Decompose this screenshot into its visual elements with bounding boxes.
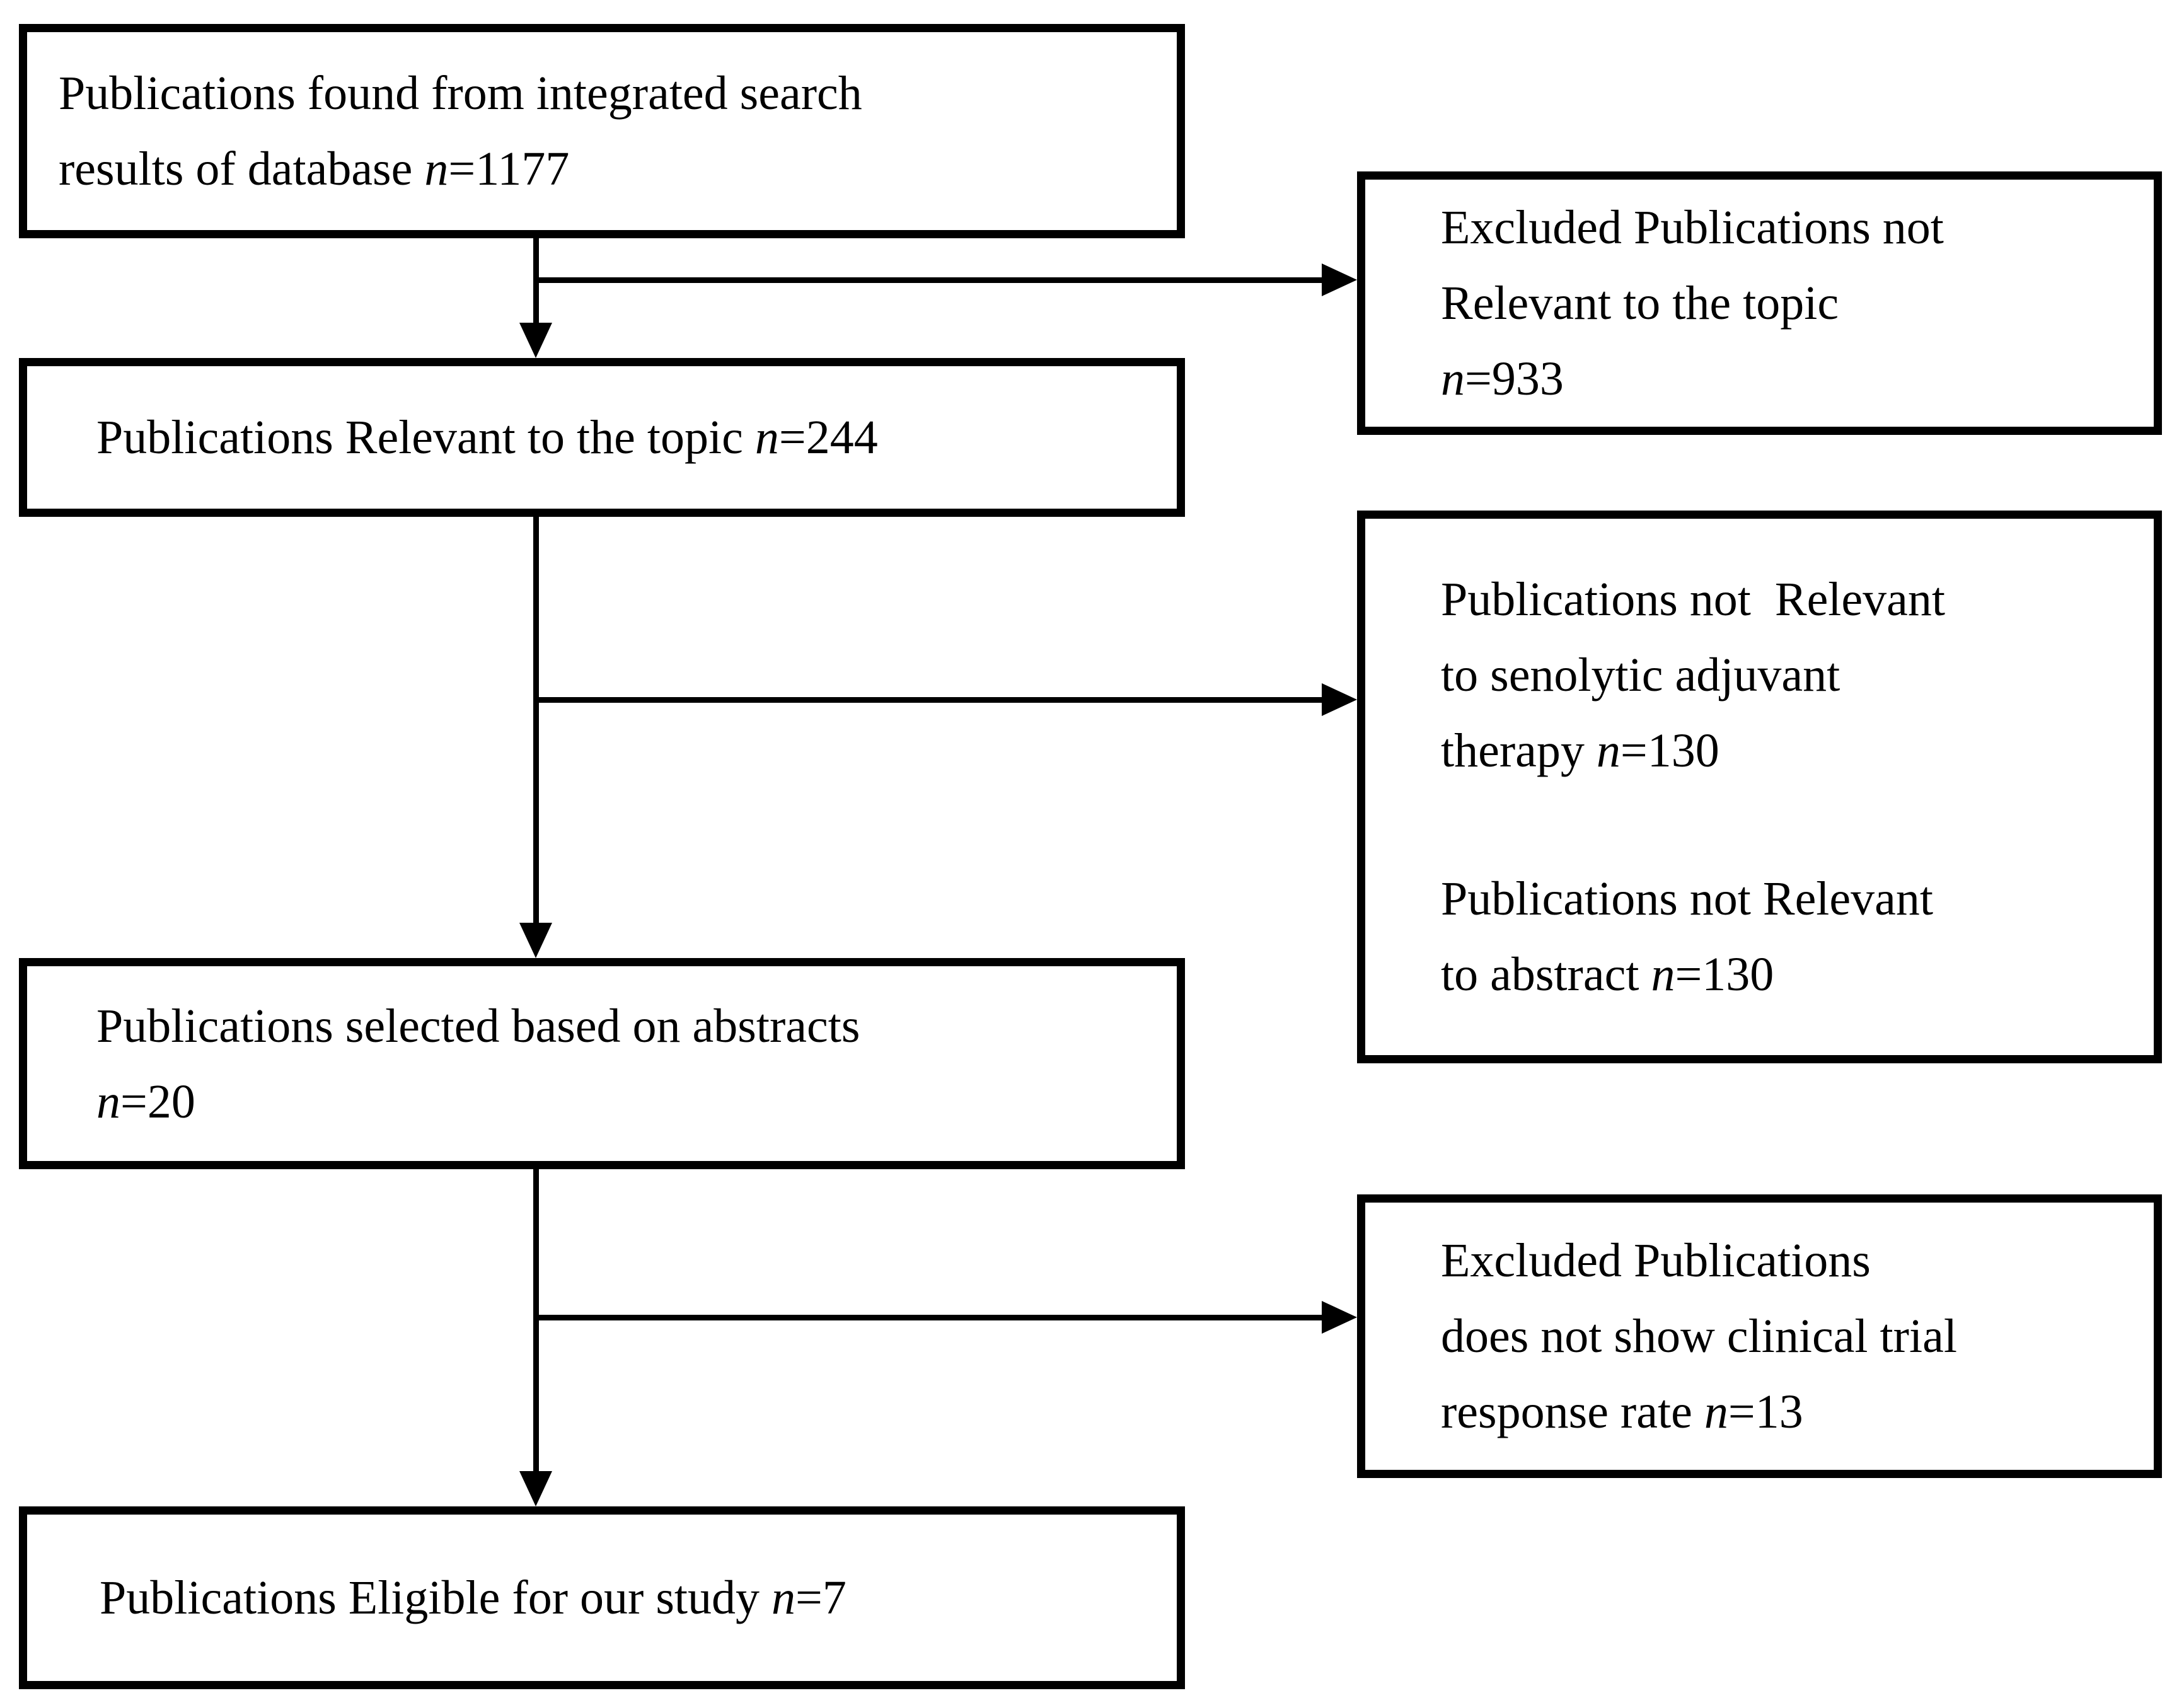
flow-3-down-arrowhead-icon <box>519 1471 552 1506</box>
box-publications-found-text: Publications found from integrated searc… <box>59 67 862 195</box>
box-publications-found: Publications found from integrated searc… <box>19 24 1185 238</box>
flow-2-branch-horizontal-line <box>536 697 1322 703</box>
box-publications-eligible: Publications Eligible for our study n=7 <box>19 1506 1185 1689</box>
flow-3-branch-horizontal-line <box>536 1315 1322 1320</box>
box-publications-selected-abstracts: Publications selected based on abstracts… <box>19 958 1185 1169</box>
box-publications-eligible-text: Publications Eligible for our study n=7 <box>100 1571 846 1624</box>
flow-1-down-arrowhead-icon <box>519 323 552 358</box>
flow-1-branch-horizontal-line <box>536 277 1322 283</box>
flow-3-right-arrowhead-icon <box>1322 1301 1357 1334</box>
box-publications-relevant-topic-text: Publications Relevant to the topic n=244 <box>96 411 878 464</box>
box-publications-selected-abstracts-text: Publications selected based on abstracts… <box>96 999 860 1128</box>
flow-2-down-arrowhead-icon <box>519 923 552 958</box>
box-publications-relevant-topic: Publications Relevant to the topic n=244 <box>19 358 1185 517</box>
flow-1-right-arrowhead-icon <box>1322 263 1357 296</box>
flow-2-right-arrowhead-icon <box>1322 683 1357 716</box>
flow-2-vertical-line <box>533 517 539 923</box>
